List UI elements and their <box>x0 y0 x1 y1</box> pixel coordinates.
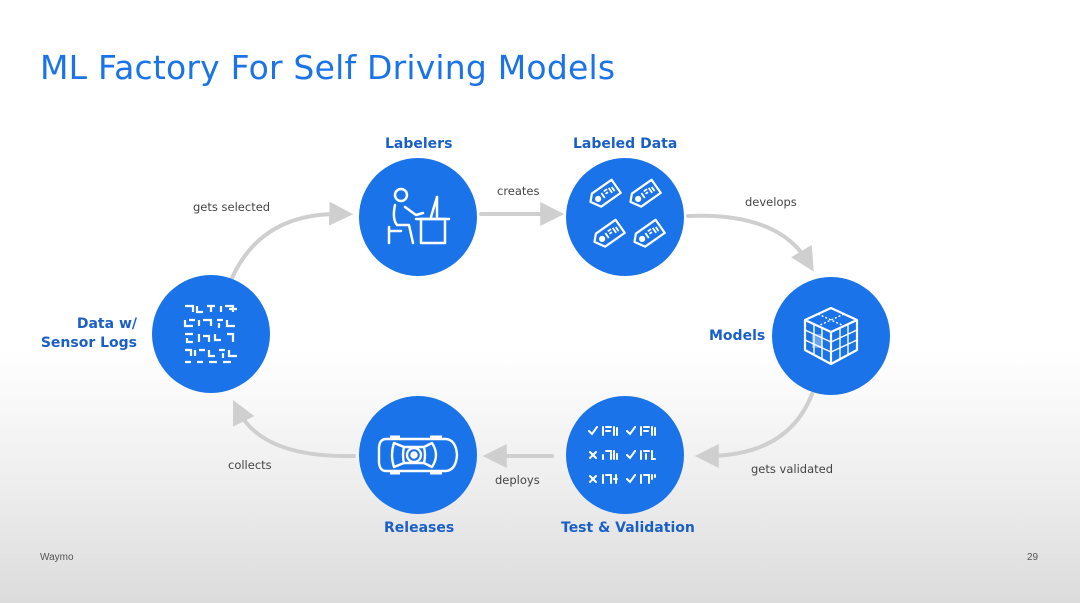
node-labelers <box>359 158 477 276</box>
arrow-gets-selected <box>230 201 354 280</box>
edge-label-creates: creates <box>497 184 540 198</box>
node-label-data-sensor-logs: Data w/ Sensor Logs <box>40 315 137 353</box>
arrow-gets-validated <box>694 392 814 468</box>
page-number: 29 <box>1027 552 1039 563</box>
node-label-labeled-data: Labeled Data <box>573 136 678 152</box>
checklist-icon <box>588 426 656 484</box>
tags-icon <box>589 178 666 248</box>
node-label-labelers: Labelers <box>385 136 453 152</box>
node-data-sensor-logs <box>152 275 270 393</box>
arrow-develops <box>686 213 814 272</box>
node-label-data-sensor-logs-line1: Data w/ <box>76 316 137 332</box>
arrow-collects <box>232 399 356 459</box>
node-label-models: Models <box>709 328 766 344</box>
node-label-data-sensor-logs-line2: Sensor Logs <box>40 335 137 351</box>
edge-label-develops: develops <box>745 195 797 209</box>
cube-grid-icon <box>803 306 859 366</box>
data-grid-icon <box>183 304 237 364</box>
node-test-validation <box>566 396 684 514</box>
edge-label-collects: collects <box>228 458 272 472</box>
edge-label-deploys: deploys <box>495 473 540 487</box>
node-models <box>772 277 890 395</box>
person-at-desk-icon <box>387 187 451 245</box>
edge-label-gets-selected: gets selected <box>193 200 271 214</box>
node-label-releases: Releases <box>384 520 455 536</box>
slide-title: ML Factory For Self Driving Models <box>40 48 616 87</box>
node-labeled-data <box>566 158 684 276</box>
car-top-view-icon <box>377 435 459 475</box>
node-label-test-validation: Test & Validation <box>561 520 695 536</box>
edge-label-gets-validated: gets validated <box>751 462 834 476</box>
footer-brand: Waymo <box>40 552 74 563</box>
node-releases <box>359 396 477 514</box>
